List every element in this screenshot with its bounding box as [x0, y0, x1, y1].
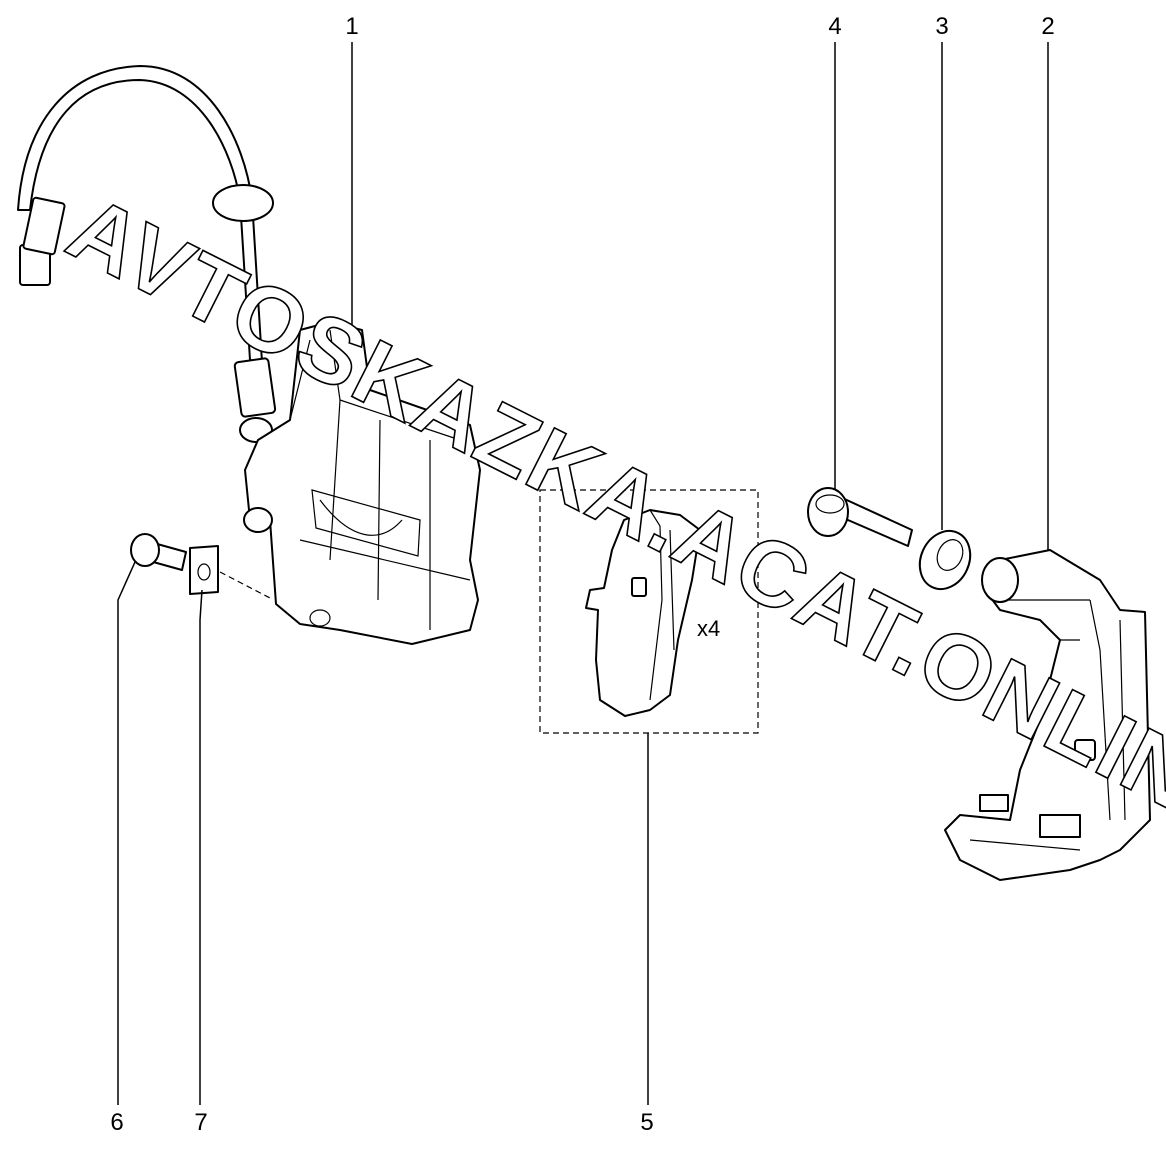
- quantity-label: x4: [697, 616, 720, 641]
- callout-4: 4: [828, 13, 841, 40]
- callout-5: 5: [640, 1109, 653, 1136]
- callout-1: 1: [345, 13, 358, 40]
- part-6-bolt: [130, 533, 187, 571]
- part-5-brake-pads: [539, 489, 759, 734]
- part-4-guide-bolt: [807, 487, 913, 547]
- leader-lines: [117, 42, 1049, 1105]
- part-1-brake-caliper: [17, 65, 481, 645]
- svg-text:AVTOSKAZKA.ACAT.ONLINE: AVTOSKAZKA.ACAT.ONLINE: [53, 177, 1166, 859]
- callout-3: 3: [935, 13, 948, 40]
- part-7-washer: [189, 545, 271, 599]
- callout-2: 2: [1041, 13, 1054, 40]
- part-3-guide-pin-boot: [918, 529, 972, 591]
- callout-labels: 1 2 3 4 5 6 7 x4: [110, 13, 1054, 1136]
- watermark: AVTOSKAZKA.ACAT.ONLINE: [52, 176, 1166, 860]
- part-2-caliper-bracket: [944, 549, 1151, 881]
- callout-7: 7: [194, 1109, 207, 1136]
- callout-6: 6: [110, 1109, 123, 1136]
